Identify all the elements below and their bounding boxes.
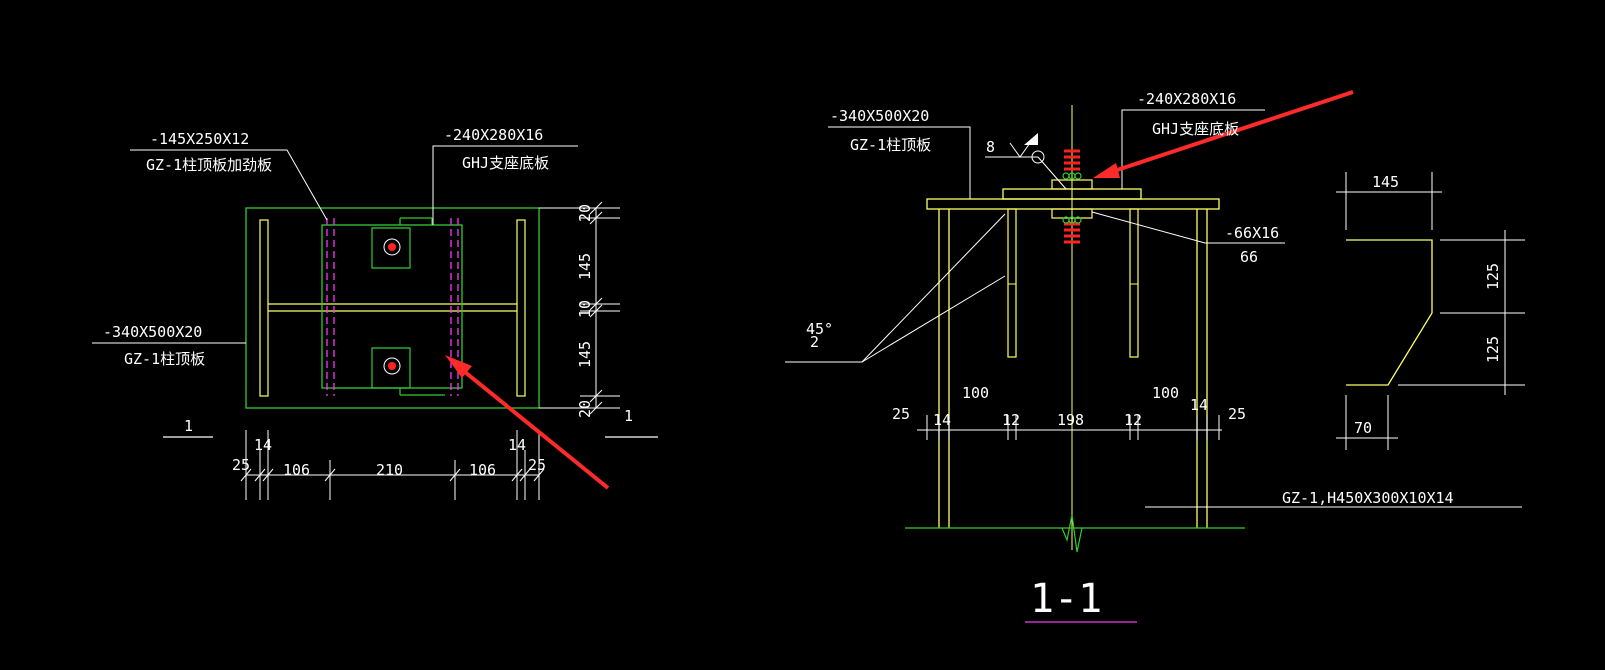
dim-h-1: 14: [254, 436, 272, 454]
section-mark-right: 1: [624, 407, 633, 425]
dim-h-2: 106: [283, 461, 310, 479]
base-plate-spec: -240X280X16: [444, 126, 543, 144]
section-dim-4: 12: [1124, 411, 1142, 429]
section-cap-name: GZ-1柱顶板: [850, 136, 931, 154]
dim-v-0: 20: [576, 204, 594, 222]
leader-section-base: [1121, 109, 1265, 189]
column-flange-left: [259, 219, 269, 397]
column-flange-right: [516, 219, 526, 397]
section-rib-right: [1129, 208, 1139, 358]
weld-fillet: [1009, 142, 1031, 158]
dim-h-5: 14: [508, 436, 526, 454]
washer-sub: 66: [1240, 248, 1258, 266]
section-dim-5: 14: [1190, 396, 1208, 414]
nut-top: [1062, 172, 1082, 180]
weld-size: 8: [986, 138, 995, 156]
section-dim-top-1: 100: [1152, 384, 1179, 402]
plan-view: [92, 145, 658, 500]
leader-washer: [1091, 211, 1285, 244]
slot-top: [371, 227, 411, 269]
section-mark-left: 1: [184, 417, 193, 435]
dim-v-4: 20: [576, 400, 594, 418]
weld-arrow-line: [1037, 156, 1067, 190]
leader-base-plate: [432, 145, 578, 225]
section-dim-6: 25: [1228, 405, 1246, 423]
cap-plate-name: GZ-1柱顶板: [124, 350, 205, 368]
dim-h-6: 25: [528, 456, 546, 474]
section-dim-top-0: 100: [962, 384, 989, 402]
rib-outline: [1346, 239, 1433, 386]
dim-v-1: 145: [576, 253, 594, 280]
arrow-plan-shaft: [458, 366, 610, 490]
dim-horizontal-ticks: [240, 430, 545, 500]
section-dim-1: 14: [933, 411, 951, 429]
arrow-section-head: [1093, 163, 1120, 178]
washer-spec: -66X16: [1225, 224, 1279, 242]
section-washer-bottom: [1051, 208, 1093, 219]
section-rib-left: [1007, 208, 1017, 358]
leader-section-cap: [828, 126, 971, 199]
section-dim-2: 12: [1002, 411, 1020, 429]
angle-label: 45°: [806, 320, 833, 338]
leader-angle-b: [861, 275, 1006, 363]
cap-plate-outline: [245, 207, 540, 409]
rib-height-top: 125: [1484, 263, 1502, 290]
section-base-name: GHJ支座底板: [1152, 120, 1239, 138]
bolt-spring-top: [1064, 149, 1080, 171]
bolt-bottom: [388, 362, 396, 370]
dim-v-2: 10: [576, 300, 594, 318]
section-dim-3: 198: [1057, 411, 1084, 429]
nut-bottom: [1062, 216, 1082, 224]
section-dim-0: 25: [892, 405, 910, 423]
break-symbol: [1061, 514, 1083, 553]
rib-bottom-width: 70: [1354, 419, 1372, 437]
dim-h-0: 25: [232, 456, 250, 474]
section-view: [785, 90, 1522, 623]
bolt-circle-bottom: [383, 357, 401, 375]
slot-bottom: [371, 347, 411, 389]
bolt-top: [388, 243, 396, 251]
rib-height-bottom: 125: [1484, 336, 1502, 363]
rib-detail: [1336, 172, 1525, 450]
base-plate-name: GHJ支座底板: [462, 154, 549, 172]
leader-stiffener: [130, 149, 328, 221]
weld-all-around: [1031, 150, 1045, 164]
section-base-spec: -240X280X16: [1137, 90, 1236, 108]
column-spec: GZ-1,H450X300X10X14: [1282, 489, 1454, 507]
bolt-spring-bottom: [1064, 222, 1080, 244]
bolt-circle-top: [383, 238, 401, 256]
rib-width: 145: [1372, 173, 1399, 191]
cap-plate-spec: -340X500X20: [103, 323, 202, 341]
section-cap-spec: -340X500X20: [830, 107, 929, 125]
weld-flag: [1024, 133, 1038, 145]
stiffener-name: GZ-1柱顶板加劲板: [146, 156, 272, 174]
angle-sub: 2: [810, 333, 819, 351]
stiffener-spec: -145X250X12: [150, 130, 249, 148]
dim-h-3: 210: [376, 461, 403, 479]
dim-vertical-ticks: [539, 201, 620, 415]
dim-v-3: 145: [576, 341, 594, 368]
arrow-plan-head: [445, 355, 472, 378]
dim-h-4: 106: [469, 461, 496, 479]
section-washer-top: [1051, 179, 1093, 190]
arrow-section-shaft: [1107, 90, 1354, 175]
section-dim-ticks: [926, 415, 1220, 440]
section-title: 1-1: [1030, 576, 1102, 622]
section-cap-plate: [926, 198, 1220, 210]
